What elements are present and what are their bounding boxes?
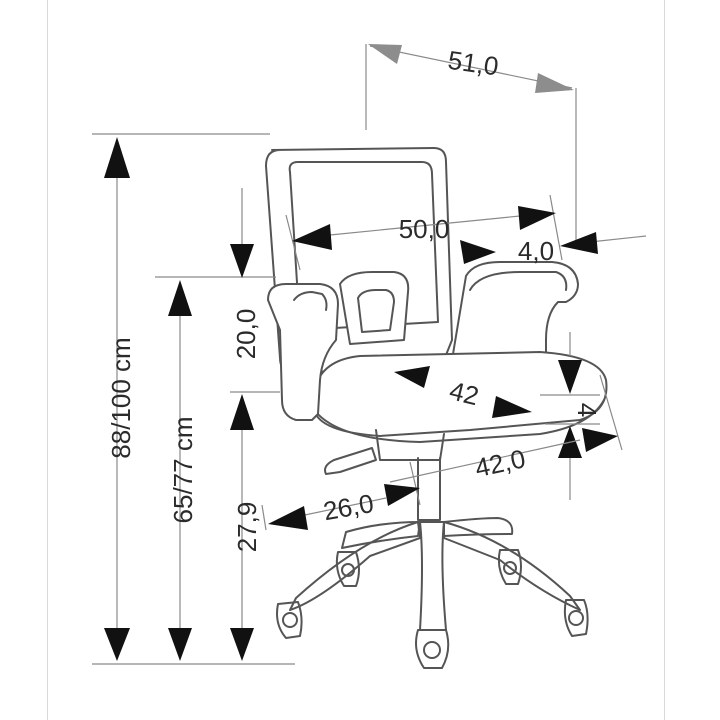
dimension-seat-width [389,428,618,483]
chair-outline [265,147,608,669]
label-backrest-width: 50,0 [399,214,450,244]
caster-right [563,599,589,637]
dimension-base-radius [268,484,420,530]
base-leg-left [289,521,421,611]
caster-back-right [497,549,522,585]
seat-edge [315,399,605,443]
height-lever [324,447,377,475]
lumbar-support [339,271,410,345]
lumbar-inner [357,289,395,333]
dimension-backrest-height [230,188,254,278]
dimension-base-height [230,394,254,661]
left-border-line [47,0,48,720]
base-leg-back-left [341,521,421,549]
dimension-backrest-width [292,206,556,264]
label-total-height: 88/100 cm [106,337,136,458]
base-leg-front [419,521,447,631]
caster-left [276,601,303,639]
left-armrest-pad [293,291,328,311]
base-leg-back-right [443,517,514,537]
label-armrest-offset: 4,0 [518,236,554,266]
dimension-depth-top [368,44,574,93]
backrest-mesh [288,161,439,331]
mechanism [375,429,445,461]
gas-lift [417,457,441,521]
caster-back-left [335,551,360,587]
extension-lines [92,44,623,665]
label-depth-top: 51,0 [446,45,500,82]
dimension-armrest-offset [560,232,647,254]
dimension-total-height [104,137,130,661]
right-armrest [451,261,579,361]
label-seat-height: 65/77 cm [168,417,198,524]
base-leg-right [443,521,581,611]
label-seat-depth: 42 [447,375,482,411]
dimension-seat-depth [394,366,532,418]
right-armrest-pad [469,271,568,291]
dimension-seat-height [168,280,192,661]
label-seat-width: 42,0 [472,443,528,483]
caster-front [415,629,450,669]
label-base-radius: 26,0 [321,488,376,526]
left-armrest [267,283,339,421]
right-border-line [664,0,665,720]
label-base-height: 27,9 [232,502,262,553]
label-backrest-height: 20,0 [231,309,261,360]
label-seat-thickness: 4 [572,403,602,417]
